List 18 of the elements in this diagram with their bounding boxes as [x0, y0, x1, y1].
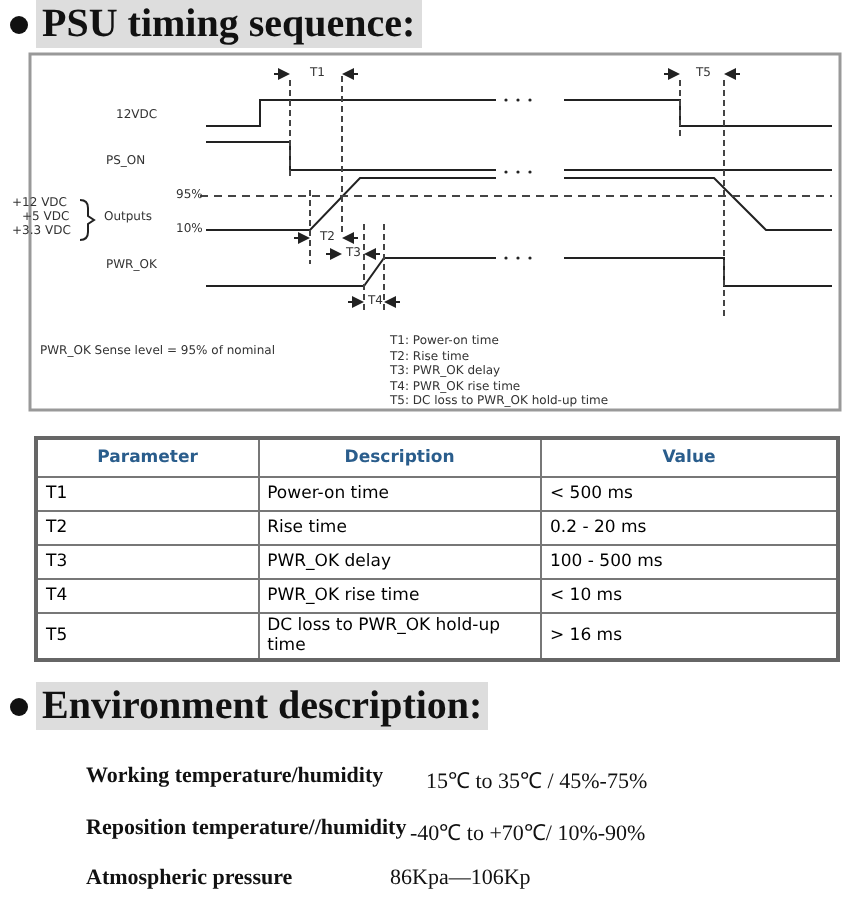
property-name: Working temperature/humidity: [86, 764, 384, 788]
section-heading: Environment description:: [36, 682, 489, 730]
property-name: Reposition temperature//humidity: [86, 816, 407, 840]
property-value: 15℃ to 35℃ / 45%-75%: [426, 768, 648, 794]
property-value: -40℃ to +70℃/ 10%-90%: [410, 820, 646, 846]
table-cell: T3: [36, 545, 259, 579]
property-name: Atmospheric pressure: [86, 866, 293, 890]
table-cell: Rise time: [258, 511, 541, 545]
column-header: Parameter: [36, 438, 259, 477]
table-cell: PWR_OK delay: [258, 545, 541, 579]
column-header: Description: [258, 438, 541, 477]
property-value: 86Kpa—106Kp: [390, 866, 531, 890]
section-heading: PSU timing sequence:: [36, 0, 422, 48]
table-cell: T1: [36, 477, 259, 511]
table-cell: T4: [36, 579, 259, 613]
table-cell: T2: [36, 511, 259, 545]
table-cell: PWR_OK rise time: [258, 579, 541, 613]
table-cell: Power-on time: [258, 477, 541, 511]
